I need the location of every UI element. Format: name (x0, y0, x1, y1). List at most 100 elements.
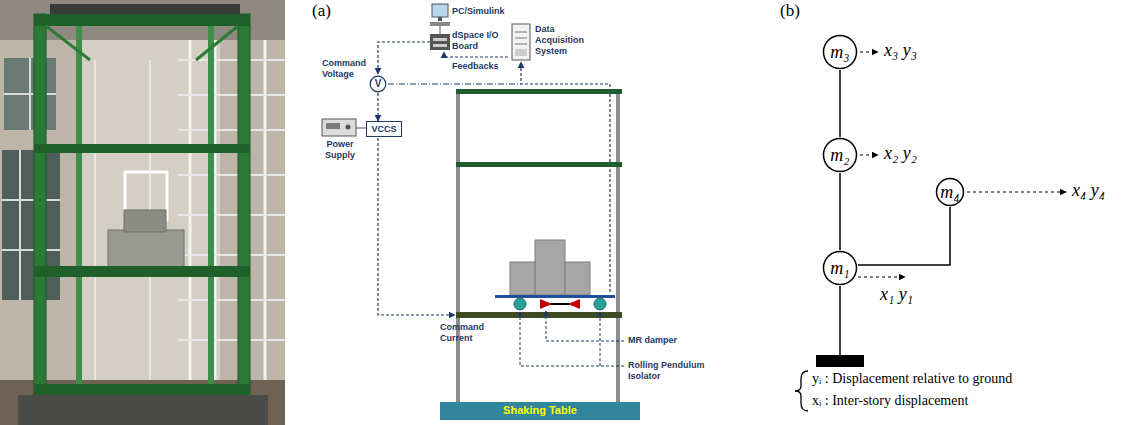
rolling-isolator-symbol (514, 298, 526, 310)
mass-circle: m₂ (822, 137, 858, 173)
dof-label: x₁ y₁ (880, 284, 913, 306)
dof-arrows (860, 154, 878, 155)
signal-lines (378, 42, 430, 74)
test-frame-photo (2, 249, 60, 251)
test-frame-photo (124, 210, 166, 232)
leader-lines (546, 311, 624, 341)
dof-arrows (860, 51, 878, 52)
daq-icon (515, 32, 527, 33)
test-frame-photo (264, 40, 267, 380)
node-text: m₁ (830, 258, 849, 279)
frame-schematic (456, 162, 622, 167)
dof-label: x₁ y₁ (880, 284, 913, 306)
mass-circle: m₁ (822, 250, 858, 286)
power-supply-label: Power Supply (316, 139, 364, 161)
circle-outline (824, 139, 857, 172)
notation-note: xᵢ : Inter-story displacement (812, 392, 968, 410)
test-frame-photo (94, 60, 96, 380)
test-frame-photo (2, 150, 60, 300)
shaking-table: Shaking Table (440, 402, 640, 420)
signal-label: Command Voltage (322, 58, 370, 80)
test-frame-photo (2, 199, 60, 201)
panel-letter: (a) (312, 1, 331, 21)
test-frame-photo (208, 20, 214, 392)
dof-label: x₃ y₃ (884, 40, 917, 62)
pc-icon (430, 4, 450, 26)
power-supply-label: Power Supply (316, 139, 364, 161)
test-frame-photo (178, 299, 285, 301)
test-frame-photo (4, 93, 56, 95)
mass-blocks (510, 262, 535, 295)
daq-icon (515, 44, 527, 45)
circle-outline (824, 252, 857, 285)
test-frame-photo (80, 40, 220, 380)
test-frame-photo (34, 14, 250, 26)
daq-label: Data Acquisition System (535, 24, 597, 56)
node-text: m₃ (830, 42, 849, 63)
test-frame-photo (178, 59, 285, 61)
test-frame-photo (178, 94, 285, 96)
dof-label: x₄ y₄ (1072, 180, 1105, 202)
test-frame-photo (19, 150, 21, 300)
leader-lines (520, 312, 624, 366)
signal-lines (388, 83, 521, 84)
circle-outline (370, 76, 386, 92)
panel-letter: (a) (312, 1, 331, 21)
damper-label: MR damper (628, 335, 677, 346)
ground-support (816, 355, 864, 367)
dof-label: x₂ y₂ (884, 143, 917, 165)
connector (839, 70, 841, 137)
dof-arrows (858, 276, 905, 277)
frame-schematic (456, 90, 460, 402)
test-frame-photo (238, 14, 250, 404)
circle-outline (824, 36, 857, 69)
circle-outline (937, 179, 964, 206)
test-frame-photo (95, 60, 285, 380)
dof-label: x₂ y₂ (884, 143, 917, 165)
leader-lines (520, 311, 624, 366)
test-frame-photo (190, 40, 265, 380)
computer-label: PC/Simulink (452, 6, 505, 17)
pc-cable (440, 26, 441, 34)
mr-damper-symbol (540, 299, 552, 309)
test-frame-photo (178, 214, 285, 216)
io-board-icon (433, 38, 447, 41)
panel-letter: (b) (780, 1, 800, 21)
rolling-isolator-symbol (594, 298, 606, 310)
frame-schematic (616, 90, 620, 402)
signal-label: Command Current (440, 322, 500, 344)
test-frame-photo (178, 129, 285, 131)
daq-icon (512, 24, 530, 60)
daq-label: Data Acquisition System (535, 24, 597, 56)
mass-circle: m₄ (935, 177, 965, 207)
mr-damper-symbol (540, 299, 580, 309)
isolator-label: Rolling Pendulum Isolator (628, 360, 728, 382)
daq-icon (515, 49, 527, 56)
connector (377, 93, 378, 121)
io-board-icon (430, 34, 450, 50)
io-board-label: dSpace I/O Board (452, 30, 508, 52)
rolling-isolator-symbol (514, 298, 606, 310)
power-supply-icon (346, 125, 351, 130)
mass-circle: m₃ (822, 34, 858, 70)
dof-arrows (858, 52, 1066, 277)
signal-label: Command Voltage (322, 58, 370, 80)
node-text: m₂ (830, 145, 849, 166)
notation-note: xᵢ : Inter-story displacement (812, 392, 968, 410)
panel-letter: (b) (780, 1, 800, 21)
dof-label: x₃ y₃ (884, 40, 917, 62)
test-frame-photo (196, 26, 238, 60)
isolated-plate (495, 295, 615, 298)
test-frame-photo (34, 384, 250, 395)
signal-lines (444, 52, 508, 57)
frame-schematic (456, 312, 622, 318)
notation-note: yᵢ : Displacement relative to ground (812, 370, 1012, 388)
mass-blocks (535, 240, 565, 295)
io-board-icon (433, 44, 447, 47)
power-supply-icon (322, 119, 356, 136)
pc-icon (438, 17, 442, 21)
dof-arrows (967, 191, 1066, 192)
node-text: V (375, 78, 382, 90)
test-frame-photo (34, 14, 46, 404)
